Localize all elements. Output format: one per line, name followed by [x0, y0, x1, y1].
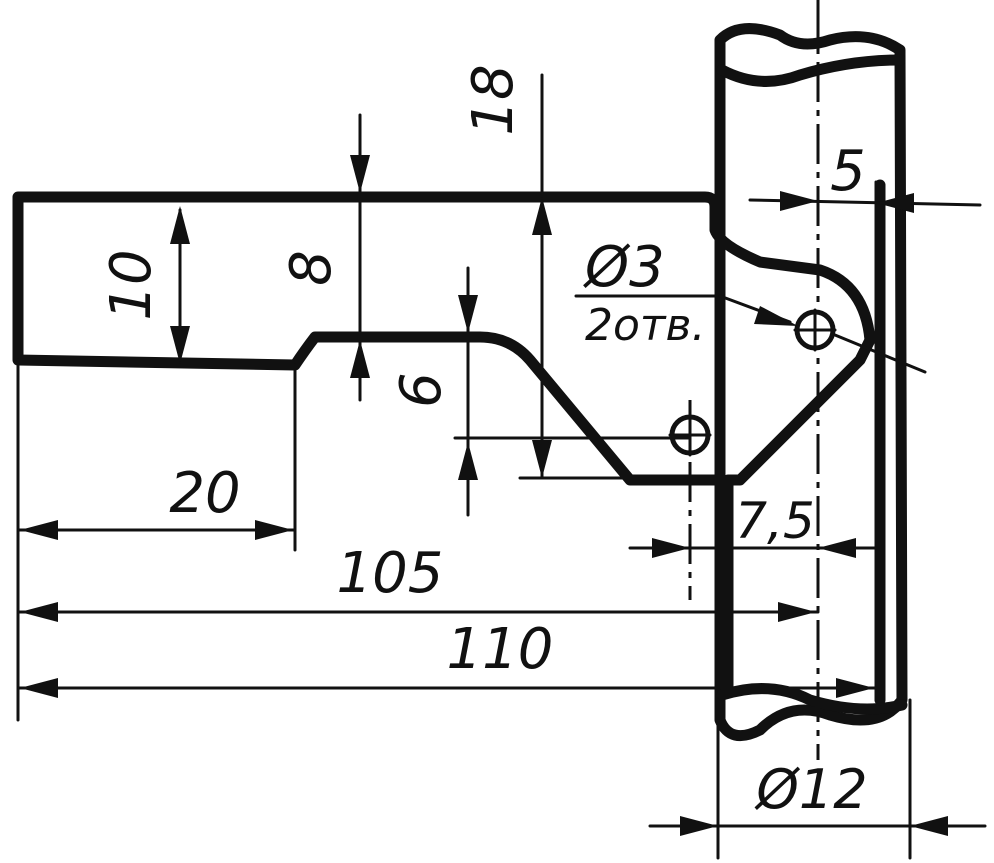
dim-105-arrow-right [778, 602, 816, 622]
dim-5-label: 5 [830, 139, 866, 204]
dim-110-label: 110 [447, 617, 554, 682]
callout-arrow [754, 306, 798, 326]
callout-leader-right [833, 333, 927, 374]
dim-75-arrow-right [818, 538, 856, 558]
dim-6-arrow-top [458, 295, 478, 333]
dim-10-arrow-bottom [170, 326, 190, 364]
dim-20-label: 20 [169, 461, 240, 526]
dim-110-arrow-left [20, 678, 58, 698]
dim-75-label: 7,5 [735, 492, 815, 550]
dim-phi12-arrow-right [910, 816, 948, 836]
dim-18-arrow-top [532, 197, 552, 235]
dim-110-arrow-right [836, 678, 874, 698]
dim-10-label: 10 [99, 249, 164, 320]
dim-20-arrow-left [20, 520, 58, 540]
dim-5-arrow-left [780, 191, 818, 211]
rod-top-break [716, 54, 906, 87]
dim-20-arrow-right [255, 520, 293, 540]
hole-callout-diameter: Ø3 [583, 235, 665, 300]
dim-6-arrow-bottom [458, 442, 478, 480]
dim-75-arrow-left [652, 538, 690, 558]
dim-8-label: 8 [279, 250, 344, 286]
dim-10-arrow-top [170, 206, 190, 244]
bracket-outline [12, 191, 876, 696]
hole-callout-count: 2отв. [585, 300, 705, 351]
dim-phi12-label: Ø12 [754, 758, 867, 821]
dim-8-arrow-top [350, 155, 370, 193]
dim-phi12-arrow-left [680, 816, 718, 836]
dim-105-label: 105 [337, 541, 444, 606]
dim-105-arrow-left [20, 602, 58, 622]
dim-8-arrow-bottom [350, 340, 370, 378]
dim-6-label: 6 [389, 372, 454, 408]
dim-5-arrow-right [876, 193, 914, 213]
dim-18-label: 18 [461, 64, 526, 135]
dim-18-arrow-bottom [532, 440, 552, 478]
